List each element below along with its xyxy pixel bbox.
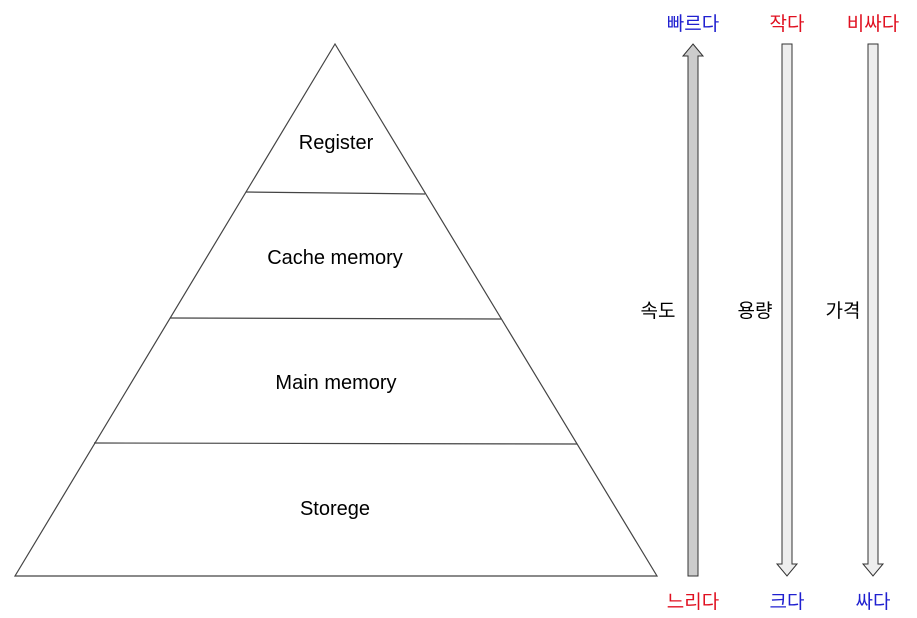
tier-divider-3 [93,442,578,445]
tier-divider-1 [245,191,426,195]
capacity-axis-label: 용량 [738,300,773,322]
capacity-top-label: 작다 [770,13,805,35]
price-bottom-label: 싸다 [856,591,891,613]
tier-label-register: Register [299,132,374,154]
price-axis-label: 가격 [826,300,861,322]
tier-label-cache-memory: Cache memory [267,247,403,269]
capacity-arrow [775,43,799,577]
pyramid-outline [13,42,659,577]
capacity-bottom-label: 크다 [770,591,805,613]
speed-bottom-label: 느리다 [667,591,719,613]
price-arrow [861,43,885,577]
price-top-label: 비싸다 [847,13,899,35]
speed-axis-label: 속도 [641,300,676,322]
speed-arrow [681,43,705,577]
tier-label-main-memory: Main memory [275,372,396,394]
speed-top-label: 빠르다 [667,13,719,35]
tier-divider-2 [169,317,502,320]
tier-label-storage: Storege [300,498,370,520]
